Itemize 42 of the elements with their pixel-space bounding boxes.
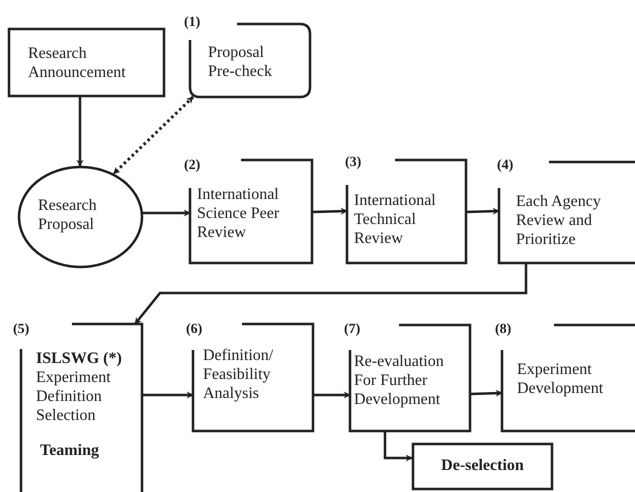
arrow <box>112 96 194 175</box>
arrow <box>134 263 528 325</box>
arrow <box>142 392 194 398</box>
arrow <box>143 210 191 216</box>
step-number: (7) <box>344 322 360 338</box>
process-box <box>8 28 166 98</box>
process-box <box>495 322 635 433</box>
node-label: Research Announcement <box>28 44 127 82</box>
node-label: Definition/ Feasibility Analysis <box>203 346 274 403</box>
process-box <box>345 155 468 265</box>
process-box <box>13 322 144 492</box>
step-number: (4) <box>497 158 514 174</box>
rounded-process-box <box>184 15 312 100</box>
arrow <box>470 390 503 397</box>
node-label: Teaming <box>40 441 99 460</box>
node-label: Experiment Definition Selection <box>36 368 112 425</box>
process-box <box>186 322 315 433</box>
step-number: (5) <box>13 322 30 338</box>
arrow <box>466 208 500 215</box>
process-box <box>497 158 635 265</box>
node-label: International Science Peer Review <box>197 185 280 242</box>
node-label: ISLSWG (*) <box>36 349 122 368</box>
step-number: (6) <box>186 322 202 338</box>
node-label: International Technical Review <box>354 191 437 248</box>
node-label: De-selection <box>441 456 524 475</box>
node-label: Experiment Development <box>517 360 604 398</box>
arrow <box>76 97 84 167</box>
process-box <box>184 158 314 265</box>
proposal-ellipse <box>18 166 144 269</box>
step-number: (1) <box>184 15 200 31</box>
node-label: Each Agency Review and Prioritize <box>516 192 602 249</box>
step-number: (3) <box>345 155 362 171</box>
step-number: (8) <box>495 322 512 338</box>
node-label: Re-evaluation For Further Development <box>354 352 445 409</box>
process-box <box>344 322 472 433</box>
node-label: Proposal Pre-check <box>208 43 273 81</box>
node-label: Research Proposal <box>38 196 98 234</box>
arrow <box>384 431 413 462</box>
arrow <box>313 392 351 398</box>
arrow <box>312 208 348 215</box>
process-box <box>412 443 554 491</box>
step-number: (2) <box>184 158 200 174</box>
